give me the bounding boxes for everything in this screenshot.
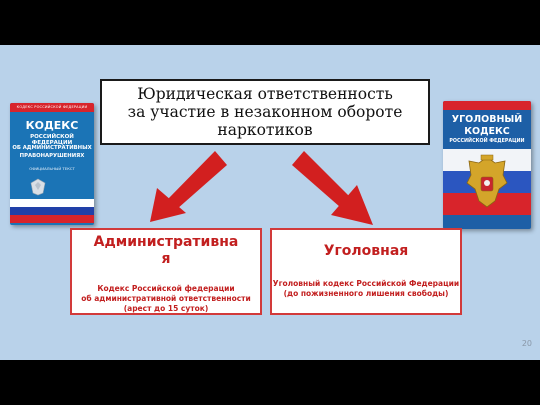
administrative-heading-line-1: Административна — [93, 234, 239, 250]
title-line-1: Юридическая ответственность — [137, 85, 393, 103]
criminal-desc-line-1: Уголовный кодекс Российской Федерации — [272, 279, 460, 288]
criminal-code-book-image: УГОЛОВНЫЙ КОДЕКС РОССИЙСКОЙ ФЕДЕРАЦИИ — [443, 101, 531, 229]
criminal-desc-line-2: (до пожизненного лишения свободы) — [283, 289, 449, 298]
administrative-responsibility-box: Административна я Кодекс Российской феде… — [70, 228, 262, 315]
administrative-desc-line-3: (арест до 15 суток) — [123, 304, 209, 313]
russian-flag-icon — [10, 199, 94, 223]
title-line-2: за участие в незаконном обороте — [127, 103, 403, 121]
book-line-1: ОБ АДМИНИСТРАТИВНЫХ — [12, 145, 92, 151]
arrows-layer — [150, 151, 373, 225]
book-title: КОДЕКС — [25, 119, 79, 132]
book-subtitle: РОССИЙСКОЙ ФЕДЕРАЦИИ — [30, 134, 74, 146]
slide: КОДЕКС РОССИЙСКОЙ ФЕДЕРАЦИИ КОДЕКС РОССИ… — [0, 45, 540, 360]
book-line-2: ПРАВОНАРУШЕНИЯХ — [19, 153, 85, 159]
slide-title-box: Юридическая ответственность за участие в… — [100, 79, 430, 145]
criminal-responsibility-box: Уголовная Уголовный кодекс Российской Фе… — [270, 228, 462, 315]
book-title-line-1: УГОЛОВНЫЙ — [451, 114, 523, 125]
administrative-heading-line-2: я — [161, 251, 171, 267]
book-band-right — [443, 101, 531, 110]
book-note: ОФИЦИАЛЬНЫЙ ТЕКСТ — [29, 166, 75, 171]
arrow-down-left-icon — [150, 151, 227, 222]
book-title-line-2: КОДЕКС — [464, 126, 510, 137]
title-line-3: наркотиков — [217, 121, 313, 139]
administrative-desc-line-2: об административной ответственности — [81, 294, 251, 303]
administrative-desc-line-1: Кодекс Российской федерации — [97, 284, 235, 293]
book-subtitle-right: РОССИЙСКОЙ ФЕДЕРАЦИИ — [449, 139, 525, 144]
coat-of-arms-icon — [466, 154, 508, 208]
book-band: КОДЕКС РОССИЙСКОЙ ФЕДЕРАЦИИ — [10, 103, 94, 112]
page-number: 20 — [521, 339, 532, 348]
criminal-heading: Уголовная — [323, 243, 409, 259]
coat-of-arms-icon — [30, 178, 46, 196]
administrative-code-book-image: КОДЕКС РОССИЙСКОЙ ФЕДЕРАЦИИ КОДЕКС РОССИ… — [10, 103, 94, 225]
arrow-down-right-icon — [292, 151, 373, 225]
